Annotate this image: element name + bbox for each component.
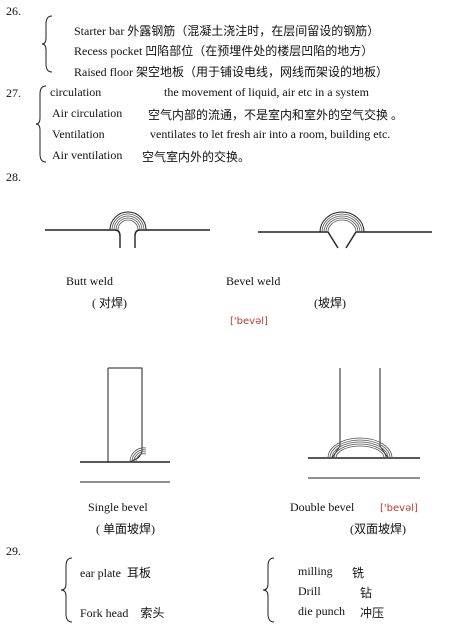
- q29-ear-plate-zh: 耳板: [126, 566, 151, 580]
- q26-item-recess-pocket: Recess pocket 凹陷部位（在预埋件处的楼层凹陷的地方）: [74, 44, 374, 58]
- single-bevel-label: Single bevel: [88, 500, 148, 514]
- q27-number: 27.: [6, 86, 21, 100]
- q29-drill-zh: 钻: [360, 586, 373, 600]
- single-bevel-diagram: [80, 367, 170, 483]
- double-bevel-diagram: [308, 368, 420, 479]
- q29-milling-zh: 铣: [352, 566, 365, 580]
- q26-item-raised-floor: Raised floor 架空地板（用于铺设电线，网线而架设的地板）: [74, 65, 388, 79]
- q27-term-air-circulation: Air circulation: [52, 106, 123, 120]
- bevel-weld-label: Bevel weld: [226, 274, 281, 288]
- q27-term-air-ventilation: Air ventilation: [52, 148, 123, 162]
- single-bevel-zh: ( 单面坡焊): [96, 522, 155, 536]
- q27-term-circulation: circulation: [50, 85, 102, 99]
- q29-fork-head-zh: 索头: [140, 606, 165, 620]
- q26-brace: [41, 15, 53, 73]
- q29-die-punch-en: die punch: [298, 604, 345, 618]
- q29-die-punch-zh: 冲压: [360, 606, 385, 620]
- q29-milling-en: milling: [298, 564, 333, 578]
- q29-ear-plate: ear plate 耳板: [80, 564, 151, 581]
- q29-fork-head: Fork head 索头: [80, 604, 164, 621]
- bevel-weld-diagram: [258, 211, 432, 249]
- butt-weld-label: Butt weld: [66, 274, 113, 288]
- q27-term-ventilation: Ventilation: [52, 127, 105, 141]
- bevel-weld-phonetic: ['bevəl]: [230, 316, 268, 327]
- q26-item-starter-bar: Starter bar 外露钢筋（混凝土浇注时，在层间留设的钢筋）: [74, 24, 380, 38]
- double-bevel-phonetic: ['bevəl]: [380, 503, 418, 514]
- butt-weld-diagram: [45, 211, 210, 248]
- q29-left-brace: [60, 557, 73, 623]
- q28-number: 28.: [6, 170, 21, 184]
- q27-def-circulation: the movement of liquid, air etc in a sys…: [164, 85, 369, 99]
- double-bevel-label: Double bevel: [290, 500, 355, 514]
- double-bevel-zh: (双面坡焊): [350, 522, 406, 536]
- q27-def-ventilation: ventilates to let fresh air into a room,…: [150, 127, 391, 141]
- q29-number: 29.: [6, 544, 21, 558]
- q27-def-air-ventilation: 空气室内外的交换。: [142, 150, 251, 164]
- q29-drill-en: Drill: [298, 584, 321, 598]
- q27-brace: [35, 85, 47, 163]
- q26-number: 26.: [6, 4, 21, 18]
- bevel-weld-zh: (坡焊): [314, 296, 346, 310]
- q27-def-air-circulation: 空气内部的流通，不是室内和室外的空气交换 。: [148, 108, 404, 122]
- q29-right-brace: [262, 557, 275, 623]
- q29-fork-head-en: Fork head: [80, 606, 129, 620]
- butt-weld-zh: ( 对焊): [92, 296, 127, 310]
- q29-ear-plate-en: ear plate: [80, 566, 121, 580]
